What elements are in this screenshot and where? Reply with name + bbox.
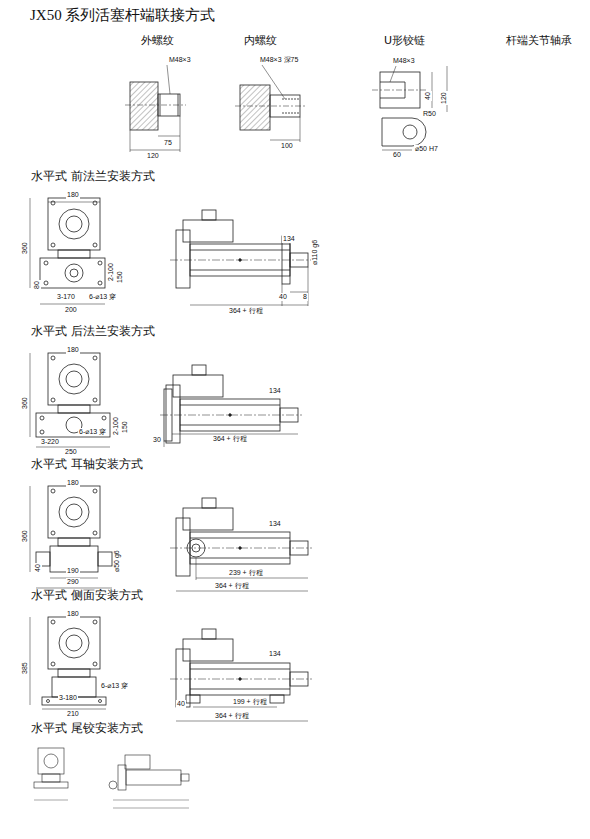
dimension-label: 150	[121, 420, 129, 434]
dimension-label: 40	[278, 293, 288, 301]
dimension-label: ⌀50 H7	[414, 145, 439, 153]
dimension-label: 30	[152, 436, 162, 444]
dimension-label: 199 + 行程	[232, 698, 268, 706]
dimension-label: 134	[268, 520, 282, 528]
section-heading: 外螺纹	[140, 35, 175, 47]
dimension-label: 364 + 行程	[214, 582, 250, 590]
page-title: JX50 系列活塞杆端联接方式	[30, 6, 215, 25]
dimension-label: 6-⌀13 穿	[88, 293, 117, 301]
dimension-label: 2-100	[107, 262, 115, 282]
dimension-label: 3-170	[56, 293, 76, 301]
dimension-label: 360	[21, 396, 29, 410]
dimension-label: 120	[146, 152, 160, 160]
dimension-label: M48×3	[392, 57, 416, 65]
dimension-label: 134	[268, 650, 282, 658]
dimension-label: 120	[440, 91, 448, 105]
dimension-label: M48×3 深75	[259, 56, 299, 64]
dimension-label: 190	[66, 567, 80, 575]
section-heading: 水平式 尾铰安装方式	[30, 722, 144, 735]
dimension-label: 360	[21, 529, 29, 543]
side-mount-views	[30, 617, 312, 721]
dimension-label: 2-100	[112, 416, 120, 436]
section-heading: 水平式 前法兰安装方式	[30, 170, 156, 183]
dimension-label: 100	[280, 142, 294, 150]
dimension-label: M48×3	[168, 56, 192, 64]
dimension-label: 180	[66, 346, 80, 354]
dimension-label: 40	[176, 700, 186, 708]
section-heading: U形铰链	[383, 35, 426, 47]
dimension-label: 6-⌀13 穿	[100, 682, 129, 690]
section-heading: 水平式 耳轴安装方式	[30, 458, 144, 471]
dimension-label: 134	[282, 235, 296, 243]
section-heading: 杆端关节轴承	[505, 35, 573, 47]
dimension-label: 134	[268, 387, 282, 395]
dimension-label: 60	[392, 151, 402, 159]
dimension-label: 80	[33, 280, 41, 290]
u-clevis	[372, 66, 447, 150]
section-heading: 内螺纹	[243, 35, 278, 47]
dimension-label: ⌀50 g6	[113, 549, 121, 573]
dimension-label: 6-⌀13 穿	[78, 428, 107, 436]
dimension-label: 40	[34, 563, 42, 573]
dimension-label: 180	[66, 191, 80, 199]
dimension-label: 40	[424, 91, 432, 101]
dimension-label: ⌀110 g6	[311, 239, 319, 266]
front-flange-views	[30, 198, 312, 306]
dimension-label: 75	[163, 139, 173, 147]
external-thread	[125, 65, 186, 152]
dimension-label: 290	[66, 578, 80, 586]
section-heading: 水平式 侧面安装方式	[30, 589, 144, 602]
dimension-label: 364 + 行程	[212, 435, 248, 443]
dimension-label: R50	[422, 110, 437, 118]
dimension-label: 385	[21, 661, 29, 675]
dimension-label: 180	[66, 610, 80, 618]
dimension-label: 3-220	[40, 438, 60, 446]
section-heading: 水平式 后法兰安装方式	[30, 325, 156, 338]
rear-clevis-views	[34, 748, 189, 808]
trunnion-views	[30, 486, 312, 591]
dimension-label: 250	[64, 448, 78, 456]
dimension-label: 3-180	[58, 694, 78, 702]
dimension-label: 150	[116, 270, 124, 284]
dimension-label: 364 + 行程	[228, 307, 264, 315]
rear-flange-views	[30, 353, 302, 447]
dimension-label: 364 + 行程	[214, 712, 250, 720]
dimension-label: 360	[21, 241, 29, 255]
dimension-label: 200	[64, 306, 78, 314]
dimension-label: 239 + 行程	[228, 569, 264, 577]
internal-thread	[235, 65, 306, 142]
dimension-label: 8	[302, 293, 308, 301]
dimension-label: 210	[66, 710, 80, 718]
dimension-label: 180	[66, 479, 80, 487]
